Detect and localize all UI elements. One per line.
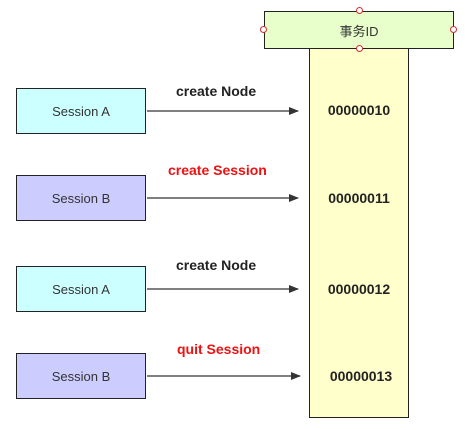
session-box-row-4: Session B [16,353,146,399]
operation-label-row-4: quit Session [177,341,261,357]
header-left-handle-icon [260,26,267,33]
session-box-row-1: Session A [16,88,146,134]
session-box-row-2: Session B [16,175,146,221]
transaction-log-column [309,48,409,418]
transaction-id-header: 事务ID [264,11,454,49]
transaction-id-row-3: 00000012 [327,281,391,297]
session-label: Session B [51,368,111,384]
header-bottom-handle-icon [356,45,363,52]
session-label: Session A [52,281,110,297]
header-right-handle-icon [450,26,457,33]
session-label: Session A [52,103,110,119]
transaction-id-row-2: 00000011 [328,190,390,206]
header-top-handle-icon [356,7,363,14]
transaction-id-row-1: 00000010 [327,102,391,118]
transaction-id-header-label: 事务ID [339,23,379,39]
operation-label-row-2: create Session [168,162,267,178]
session-box-row-3: Session A [16,266,146,312]
operation-label-row-3: create Node [176,257,257,273]
transaction-id-row-4: 00000013 [329,368,393,384]
session-label: Session B [51,190,111,206]
operation-label-row-1: create Node [176,83,257,99]
